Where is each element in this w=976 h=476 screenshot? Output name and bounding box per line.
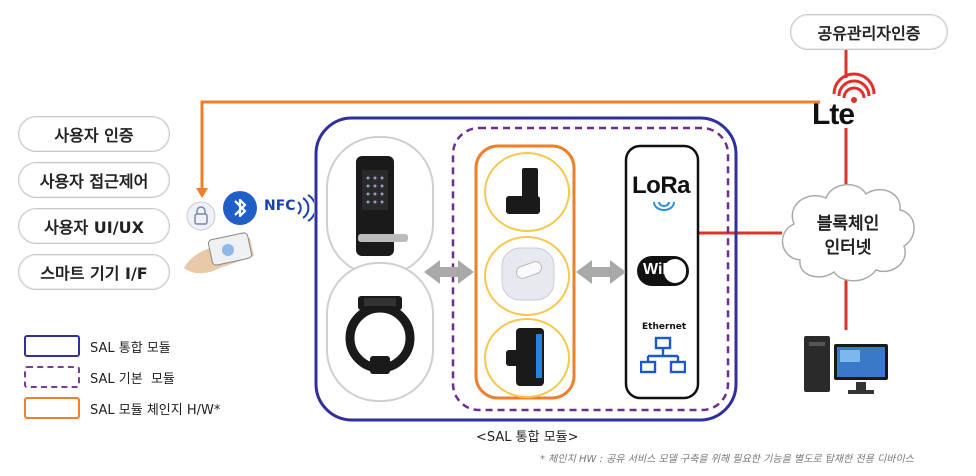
legend-swatch-integrated (24, 335, 80, 357)
legend-swatch-basic (24, 366, 80, 388)
bike-lock-circle (326, 262, 434, 402)
change-hw-device-1-icon (506, 168, 540, 214)
cloud-shape (781, 184, 915, 282)
nfc-waves-icon (294, 194, 314, 222)
pill-smart-device-if: 스마트 기기 I/F (18, 254, 170, 290)
shared-admin-auth-badge: 공유관리자인증 (790, 14, 948, 50)
change-hw-frame (474, 144, 576, 400)
ethernet-label: Ethernet (642, 322, 687, 332)
legend-label-integrated: SAL 통합 모듈 (90, 341, 171, 356)
bluetooth-icon (222, 190, 258, 226)
pill-user-auth: 사용자 인증 (18, 116, 170, 152)
nfc-label: NFC (264, 198, 296, 214)
legend-swatch-change-hw (24, 397, 80, 419)
lora-logo: LoRa (632, 172, 696, 212)
wifi-text: WiFi (643, 261, 677, 278)
footnote: * 체인지 HW : 공유 서비스 모델 구축을 위해 필요한 기능을 별도로 … (540, 454, 914, 465)
change-hw-slot-1 (484, 152, 570, 232)
double-arrow-left (424, 260, 474, 284)
lora-text: LoRa (632, 172, 691, 199)
change-hw-slot-3 (484, 318, 570, 398)
smartphone-illustration (180, 198, 262, 282)
wifi-logo: WiFi (636, 252, 690, 290)
lte-logo: Lte (808, 70, 888, 132)
bike-lock-icon (345, 296, 415, 374)
change-hw-device-2-icon (501, 247, 555, 301)
change-hw-device-3-icon (506, 328, 544, 386)
pill-user-access-control: 사용자 접근제어 (18, 162, 170, 198)
legend-label-change-hw: SAL 모듈 체인지 H/W* (90, 403, 221, 418)
sal-integrated-frame (314, 116, 738, 422)
lte-text: Lte (812, 98, 855, 131)
door-lock-circle (326, 136, 434, 276)
diagram-caption: <SAL 통합 모듈> (476, 430, 579, 445)
computer-illustration (800, 330, 892, 398)
lora-waves-icon (653, 201, 675, 211)
lte-signal-icon (832, 72, 876, 103)
pill-user-ui-ux: 사용자 UI/UX (18, 208, 170, 244)
cloud-label: 블록체인 인터넷 (816, 214, 880, 258)
change-hw-slot-2 (484, 236, 570, 316)
double-arrow-right (576, 260, 626, 284)
ethernet-icon (640, 336, 686, 376)
door-lock-icon (356, 156, 408, 256)
legend-label-basic: SAL 기본 모듈 (90, 372, 175, 387)
